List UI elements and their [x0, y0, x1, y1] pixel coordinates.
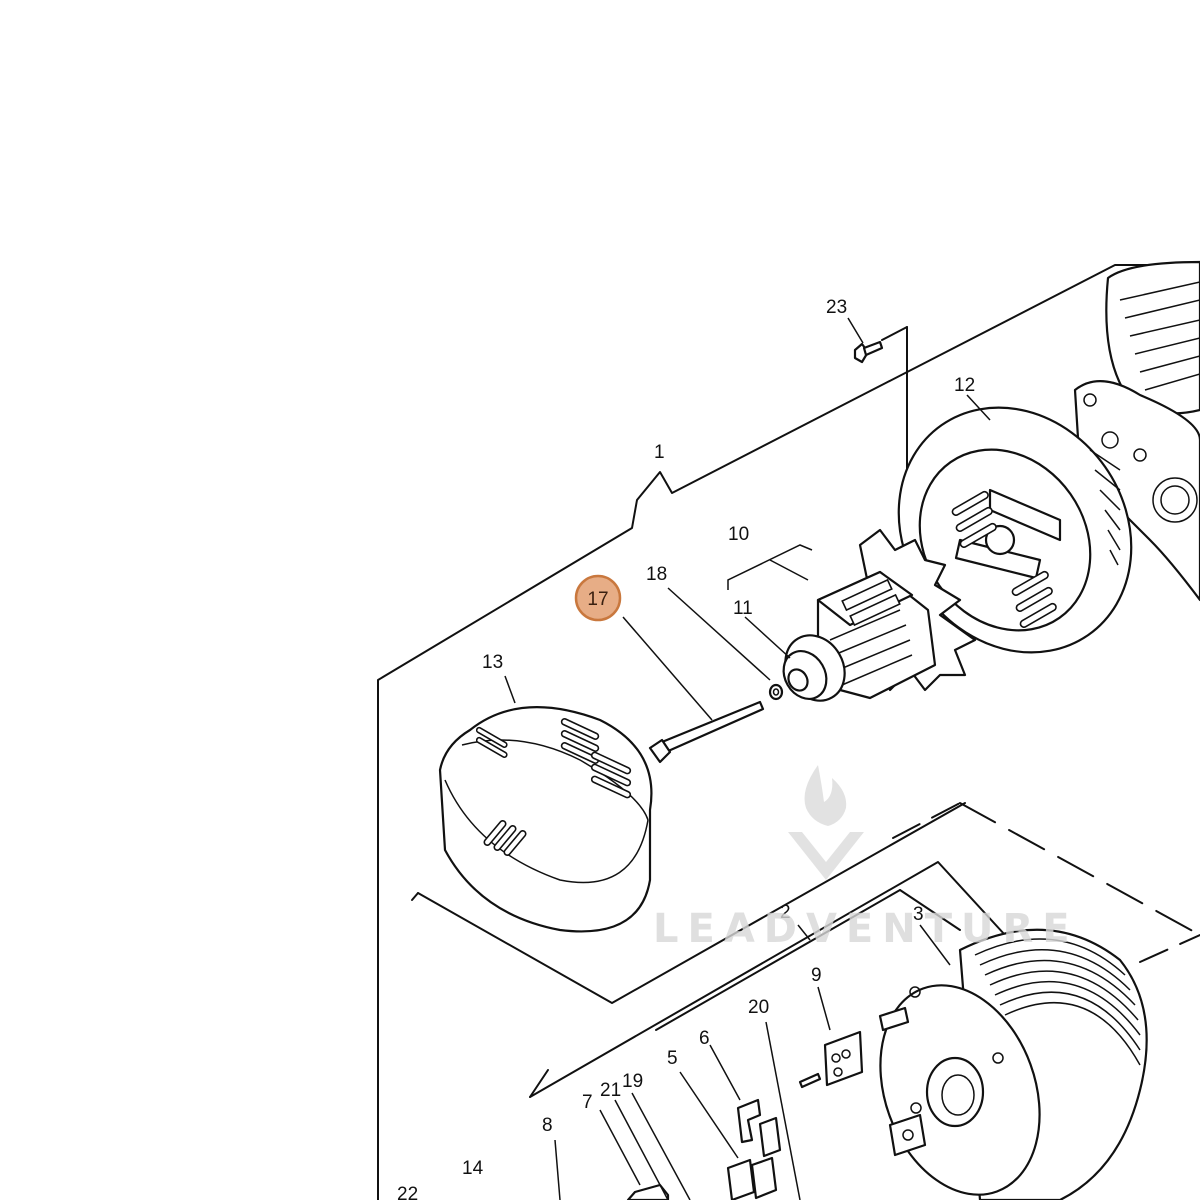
leader-lines [504, 317, 991, 1200]
callout-21: 21 [600, 1080, 621, 1101]
callout-8: 8 [542, 1115, 553, 1136]
brush-holders-5-6 [726, 1098, 782, 1200]
rear-housing-12 [897, 406, 1133, 654]
housing-slots [951, 490, 1057, 628]
rotor-10-11 [782, 528, 977, 702]
callout-10: 10 [728, 524, 749, 545]
callout-2: 2 [780, 902, 791, 923]
highlight-marker [574, 574, 622, 622]
callout-23: 23 [826, 297, 847, 318]
stator-housing-3 [878, 928, 1148, 1200]
callout-12: 12 [954, 375, 975, 396]
callout-labels: 23 12 1 10 18 11 13 2 3 9 20 6 5 21 19 7… [397, 297, 975, 1200]
watermark: LEADVENTURE [653, 765, 1079, 952]
through-bolt-17 [648, 700, 765, 764]
shell-slots [475, 718, 632, 856]
callout-7: 7 [582, 1092, 593, 1113]
callout-17: 17 [587, 589, 608, 610]
screw-23 [853, 340, 884, 364]
cover-shell-13 [438, 706, 653, 933]
callout-5: 5 [667, 1048, 678, 1069]
callout-11: 11 [733, 598, 753, 619]
assembly-bracket-1 [377, 264, 1200, 1200]
callout-9: 9 [811, 965, 822, 986]
terminal-block-9 [798, 1030, 864, 1089]
callout-14: 14 [462, 1158, 484, 1179]
callout-1: 1 [654, 442, 665, 463]
callout-6: 6 [699, 1028, 710, 1049]
highlighted-callout-17[interactable]: 17 [574, 574, 622, 622]
watermark-brand: LEADVENTURE [653, 906, 1079, 952]
washer-18 [768, 683, 784, 701]
callout-19: 19 [622, 1071, 643, 1092]
callout-20: 20 [748, 997, 769, 1018]
flame-v-logo-icon [788, 765, 864, 880]
lower-left-parts [626, 1183, 670, 1200]
callout-22: 22 [397, 1184, 418, 1200]
callout-13: 13 [482, 652, 503, 673]
callout-18: 18 [646, 564, 667, 585]
callout-3: 3 [913, 904, 924, 925]
